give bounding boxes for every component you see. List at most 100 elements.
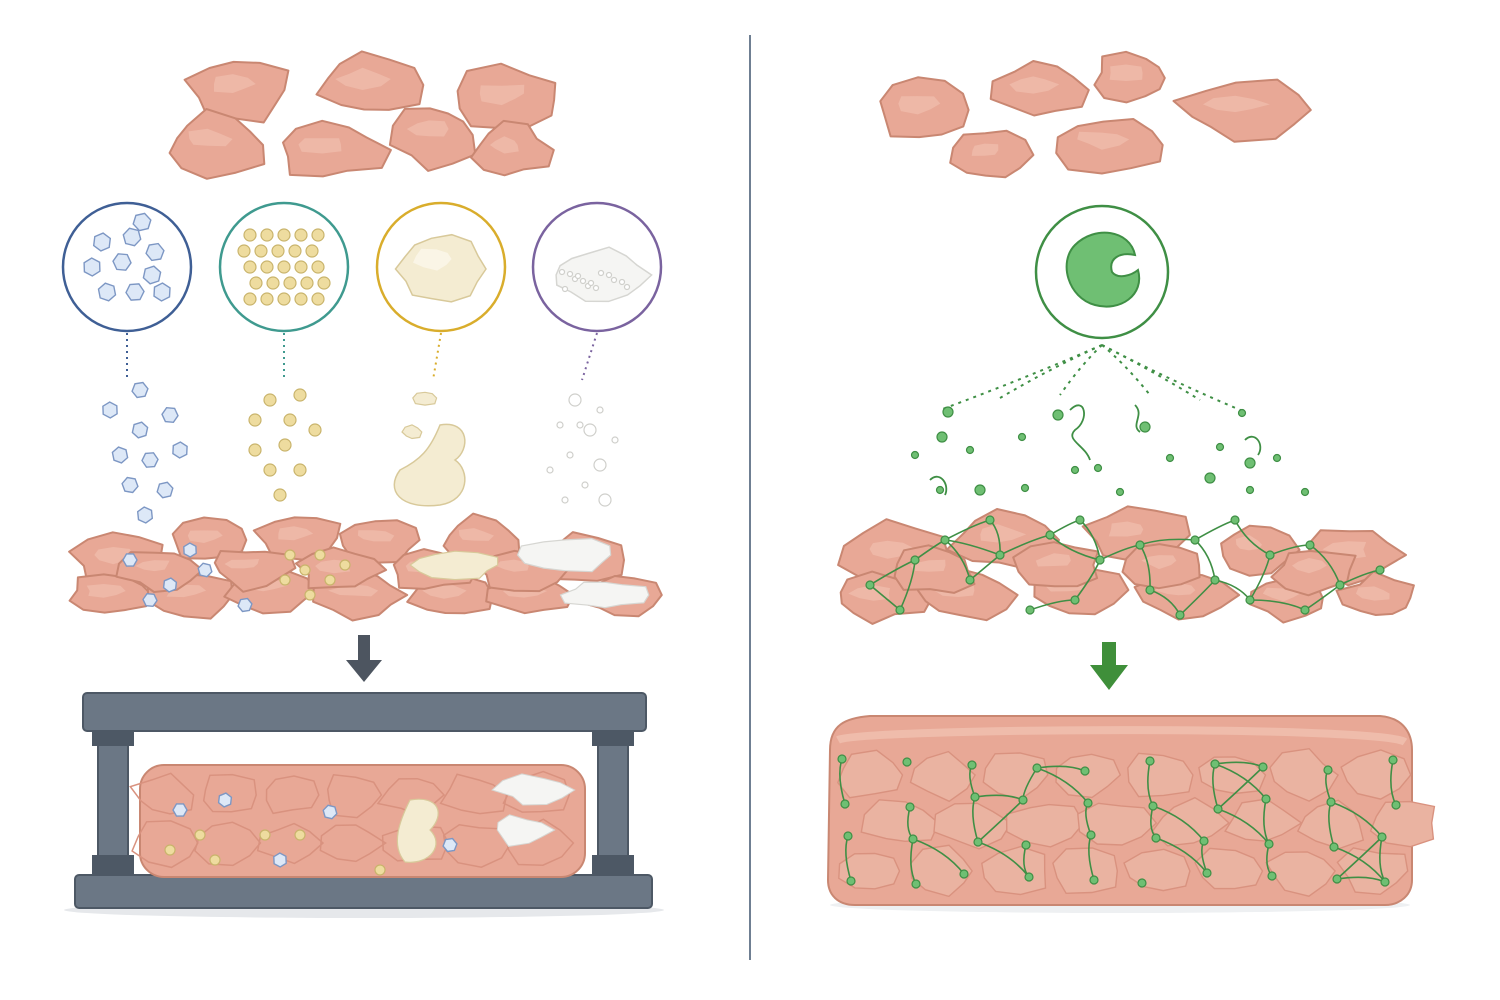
press-mold-icon — [64, 693, 664, 918]
salt-crystal-icon — [238, 599, 252, 612]
bond-node-icon — [838, 755, 846, 763]
meat-chunk-icon — [991, 61, 1089, 116]
bond-node-icon — [1246, 596, 1254, 604]
falling-ingredients — [103, 383, 618, 524]
bond-node-icon — [1149, 802, 1157, 810]
connector-line — [582, 333, 597, 380]
meat-chunk-icon — [950, 131, 1033, 178]
press-left-post — [98, 731, 128, 861]
bond-node-icon — [1090, 876, 1098, 884]
bond-node-icon — [1330, 843, 1338, 851]
salt-crystal-icon — [112, 447, 127, 463]
press-right-post — [598, 731, 628, 861]
bond-node-icon — [1084, 799, 1092, 807]
bond-node-icon — [1381, 878, 1389, 886]
bond-node-icon — [1211, 760, 1219, 768]
enzyme-particles — [912, 405, 1309, 496]
bond-node-icon — [847, 877, 855, 885]
bond-node-icon — [1096, 556, 1104, 564]
left-panel — [63, 51, 664, 918]
salt-crystal-icon — [126, 284, 144, 300]
bond-node-icon — [1176, 611, 1184, 619]
bond-node-icon — [1087, 831, 1095, 839]
salt-crystal-icon — [94, 233, 111, 251]
bond-node-icon — [1214, 805, 1222, 813]
bond-node-icon — [1301, 606, 1309, 614]
bond-node-icon — [1324, 766, 1332, 774]
fat-drop-icon — [413, 392, 437, 405]
meat-chunk-icon — [458, 64, 556, 129]
bond-node-icon — [968, 761, 976, 769]
salt-crystal-icon — [173, 804, 187, 816]
meat-chunk-icon — [1174, 80, 1311, 142]
salt-crystal-icon — [132, 422, 147, 438]
meat-chunk-icon — [1094, 52, 1164, 103]
salt-crystal-icon — [173, 442, 187, 458]
bond-node-icon — [841, 800, 849, 808]
bonded-meat-layer — [838, 506, 1414, 624]
salt-crystal-icon — [219, 793, 232, 807]
bond-node-icon — [1389, 756, 1397, 764]
bonded-block-icon — [828, 716, 1434, 913]
salt-crystal-icon — [157, 482, 173, 497]
salt-crystal-icon — [164, 578, 177, 592]
bond-node-icon — [1081, 767, 1089, 775]
bond-node-icon — [1266, 551, 1274, 559]
bond-node-icon — [1076, 516, 1084, 524]
bond-node-icon — [1026, 606, 1034, 614]
meat-chunk-icon — [1123, 544, 1200, 588]
fat-paste-icon — [394, 424, 465, 505]
bond-node-icon — [1259, 763, 1267, 771]
bond-node-icon — [1262, 795, 1270, 803]
bond-node-icon — [896, 606, 904, 614]
meat-chunk-icon — [283, 121, 391, 177]
bond-node-icon — [1265, 840, 1273, 848]
meat-chunk-icon — [390, 108, 475, 170]
bond-node-icon — [909, 835, 917, 843]
bond-node-icon — [1071, 596, 1079, 604]
bond-node-icon — [1200, 837, 1208, 845]
salt-crystals-icon — [63, 203, 191, 331]
bond-node-icon — [1203, 869, 1211, 877]
salt-crystal-icon — [323, 805, 337, 818]
bond-node-icon — [1046, 531, 1054, 539]
bond-node-icon — [1022, 841, 1030, 849]
bond-node-icon — [1306, 541, 1314, 549]
down-arrow-icon — [346, 635, 382, 682]
salt-crystal-icon — [443, 839, 457, 852]
salt-crystal-icon — [198, 563, 212, 576]
bond-node-icon — [996, 551, 1004, 559]
meat-chunk-icon — [1013, 542, 1098, 586]
meat-chunk-icon — [880, 77, 968, 137]
salt-crystal-icon — [84, 258, 100, 276]
press-top-plate — [83, 693, 646, 731]
protein-strand-icon — [1245, 437, 1260, 455]
phosphate-beads-icon — [220, 203, 348, 331]
meat-chunk-icon — [1056, 119, 1163, 174]
salt-crystal-icon — [162, 408, 178, 423]
meat-chunk-icon — [471, 121, 554, 175]
meat-chunk-icon — [317, 51, 424, 110]
bond-node-icon — [1025, 873, 1033, 881]
bond-node-icon — [906, 803, 914, 811]
press-bottom-plate — [75, 875, 652, 908]
bond-node-icon — [1268, 872, 1276, 880]
bond-node-icon — [941, 536, 949, 544]
fat-drop-icon — [402, 425, 422, 439]
starch-powder-icon — [561, 582, 649, 608]
salt-crystal-icon — [113, 254, 131, 270]
raw-meat-pieces — [880, 52, 1311, 178]
bond-node-icon — [971, 793, 979, 801]
fat-paste-icon — [377, 203, 505, 331]
protein-strand-icon — [1135, 405, 1140, 432]
bond-node-icon — [911, 556, 919, 564]
bond-node-icon — [1231, 516, 1239, 524]
bond-node-icon — [974, 838, 982, 846]
bond-node-icon — [1146, 586, 1154, 594]
bond-node-icon — [1033, 764, 1041, 772]
bond-node-icon — [1211, 576, 1219, 584]
bond-node-icon — [1336, 581, 1344, 589]
bond-node-icon — [903, 758, 911, 766]
